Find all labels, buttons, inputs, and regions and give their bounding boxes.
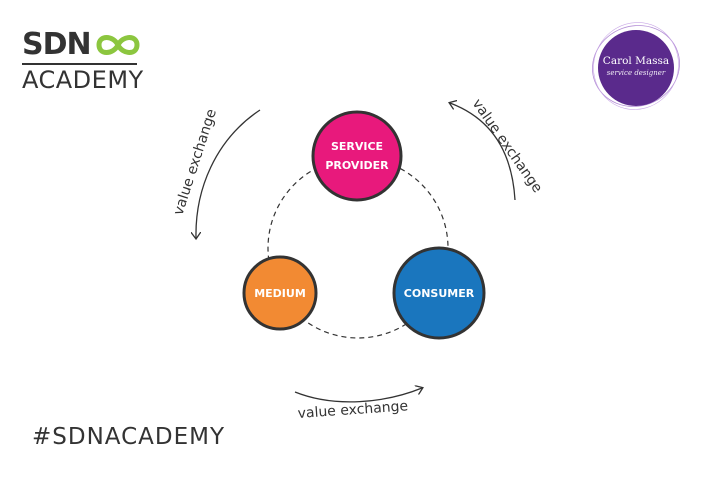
service-provider-label-line1: SERVICE [331, 140, 383, 153]
bottom-arrow [294, 388, 422, 403]
medium-label: MEDIUM [254, 287, 306, 300]
right-arrow-label: value exchange [469, 96, 546, 196]
badge-ring-decoration [592, 22, 680, 110]
right-arrow [450, 103, 516, 201]
infinity-icon [96, 35, 140, 55]
consumer-circle [392, 246, 486, 340]
consumer-label: CONSUMER [404, 287, 475, 300]
logo-academy-text: ACADEMY [22, 66, 144, 94]
logo-sdn-text: SDN [22, 27, 92, 62]
badge-name: Carol Massa [602, 55, 670, 67]
medium-circle [242, 255, 318, 331]
medium-node: MEDIUM [242, 255, 318, 331]
sdn-academy-logo: SDN ACADEMY [22, 30, 144, 93]
hashtag-text: #SDNACADEMY [32, 424, 226, 450]
left-arrow [196, 109, 261, 238]
consumer-node: CONSUMER [392, 246, 486, 340]
service-provider-node: SERVICE PROVIDER [311, 110, 403, 202]
service-provider-circle [311, 110, 403, 202]
logo-divider [22, 63, 137, 65]
carol-massa-badge: Carol Massa service designer [598, 30, 674, 106]
badge-subtitle: service designer [606, 69, 666, 77]
bottom-arrow-label: value exchange [297, 398, 408, 422]
service-provider-label-line2: PROVIDER [325, 159, 389, 172]
